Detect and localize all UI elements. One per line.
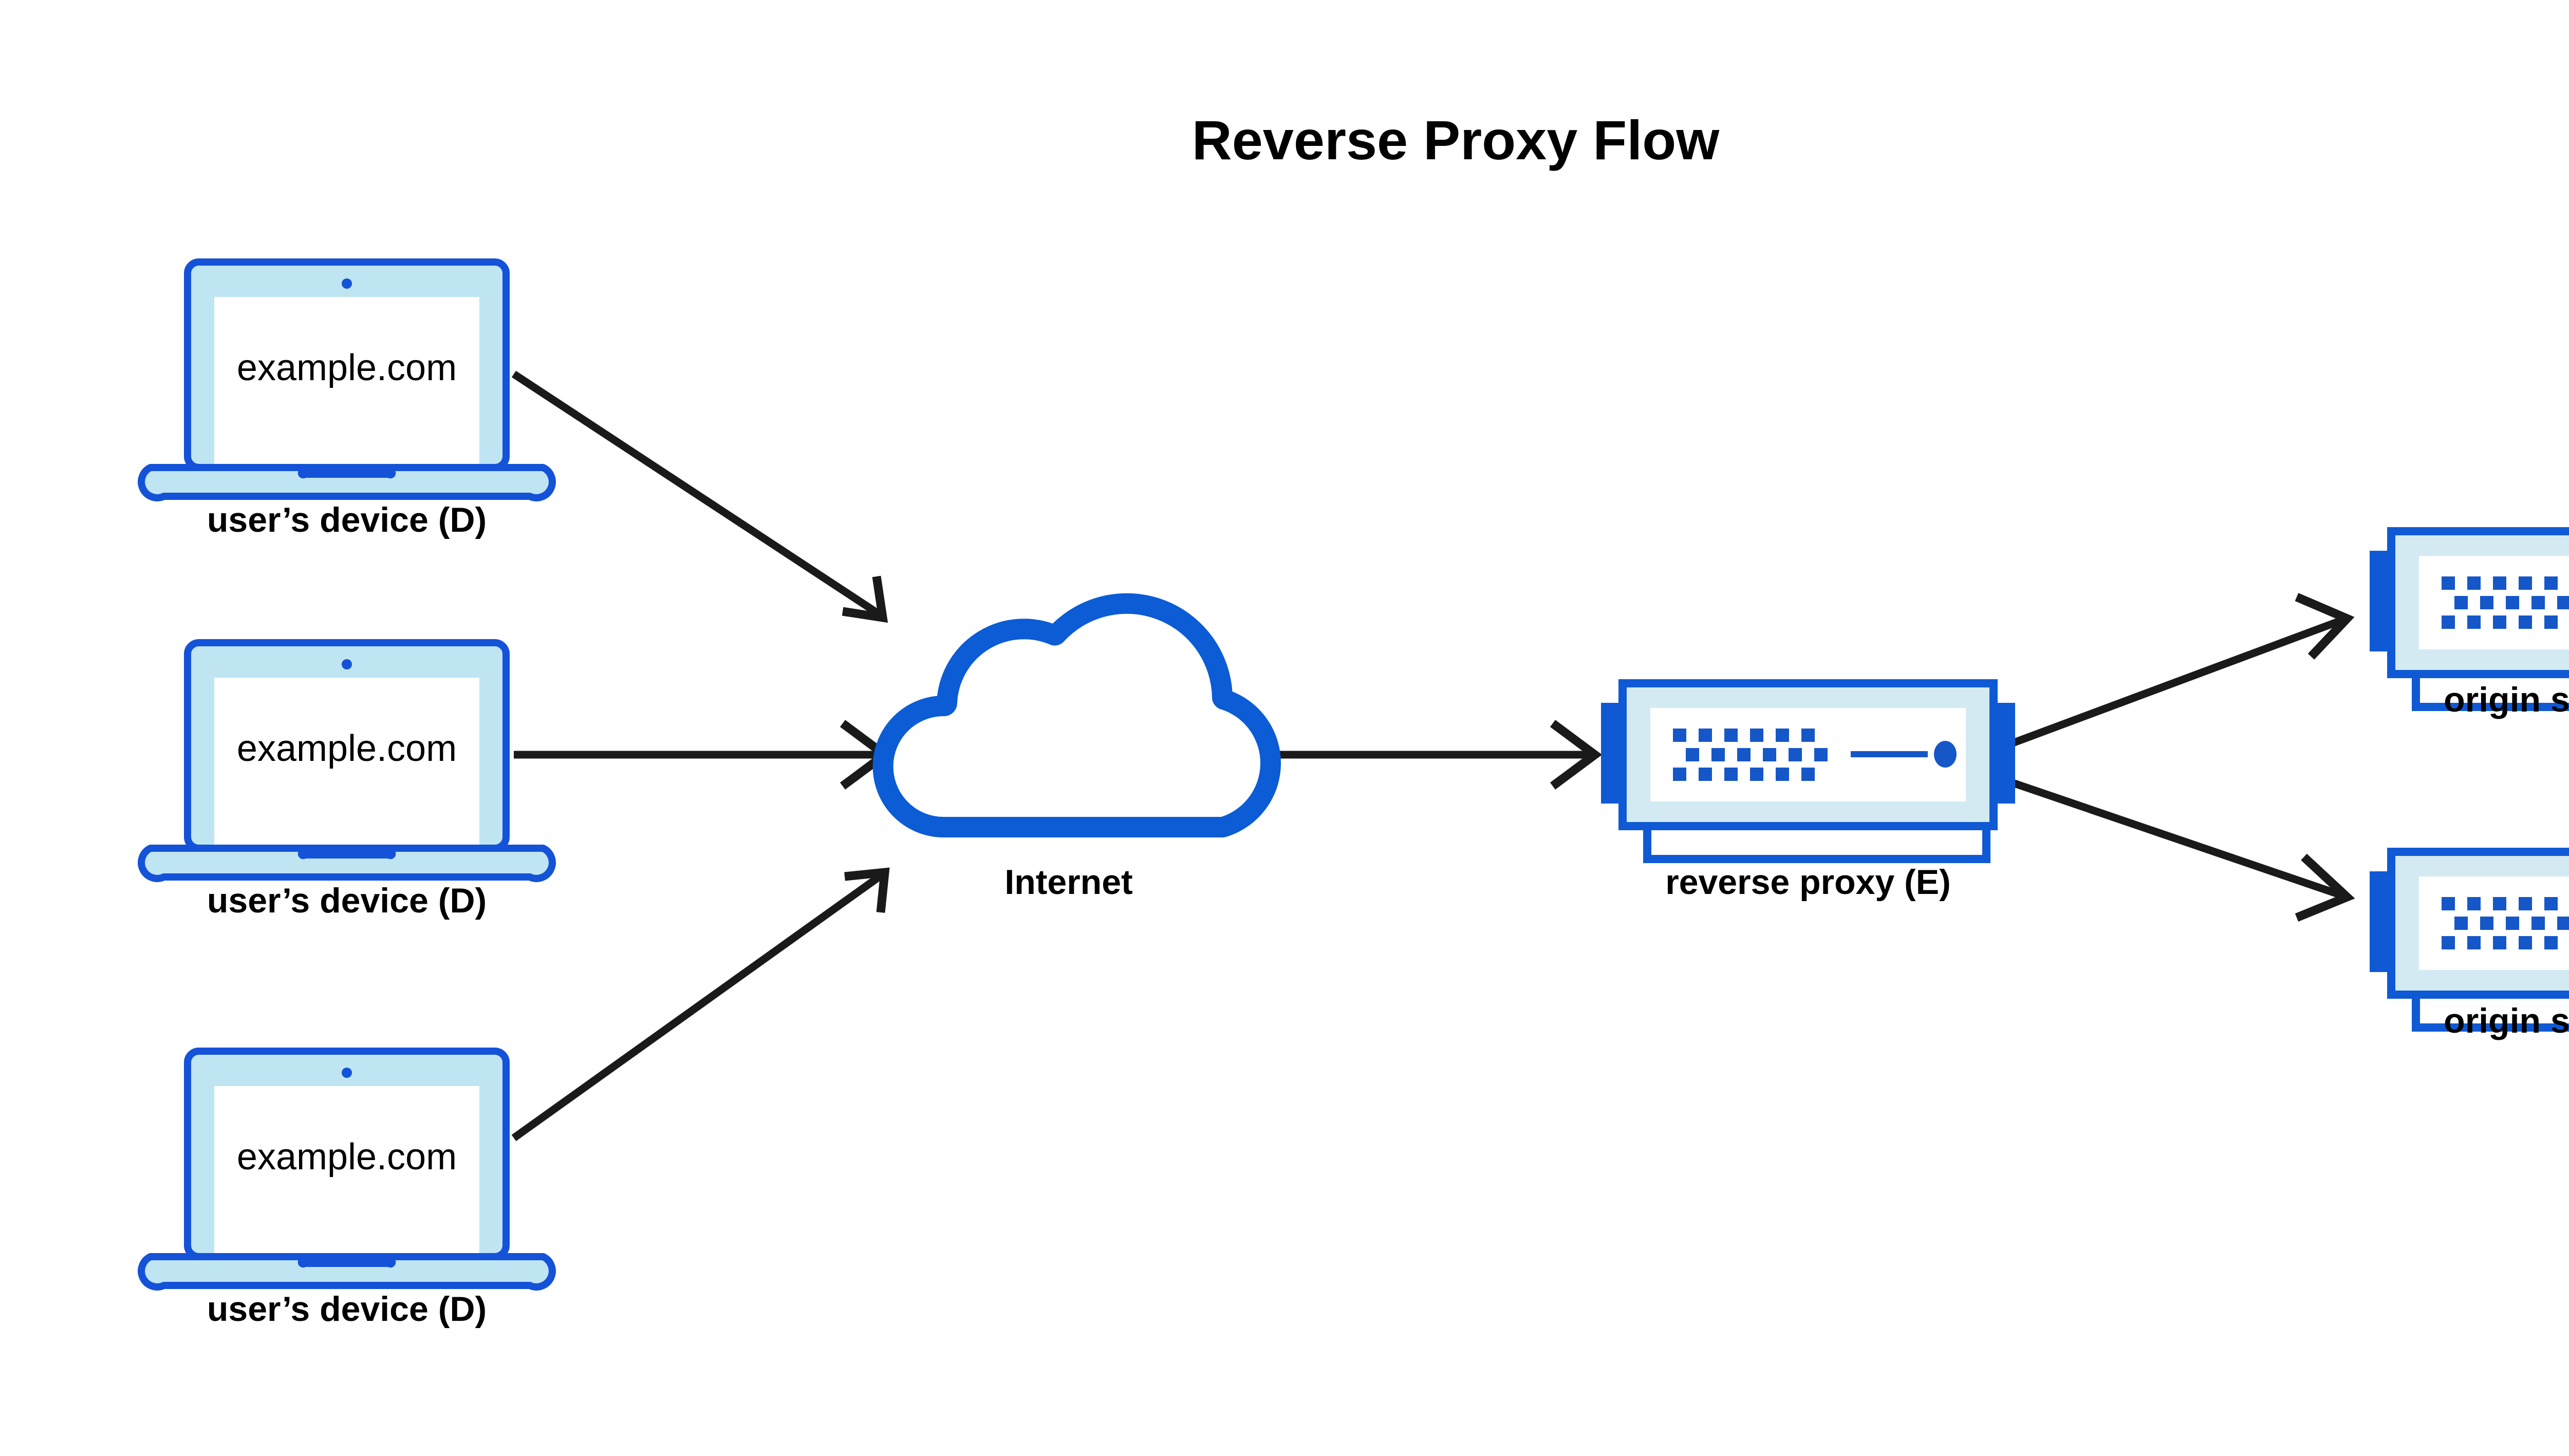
client-middle-label: user’s device (D) [207, 881, 487, 920]
cloud-icon [872, 593, 1281, 837]
edge-client-top-to-internet [511, 370, 888, 623]
edge-layer [511, 370, 2355, 1142]
origin-bottom-label: origin server (F) [2444, 1001, 2569, 1040]
client-bottom-screen-text: example.com [237, 1136, 457, 1178]
node-internet[interactable]: Internet [872, 593, 1281, 902]
node-origin-top[interactable]: origin server (F) [2370, 531, 2569, 719]
page-title: Reverse Proxy Flow [1192, 109, 1720, 171]
node-reverse-proxy[interactable]: reverse proxy (E) [1601, 683, 2015, 902]
edge-internet-to-proxy [1249, 720, 1603, 790]
client-middle-screen-text: example.com [237, 728, 457, 769]
node-client-bottom[interactable]: example.com user’s device (D) [141, 1051, 552, 1329]
edge-client-bottom-to-internet [511, 867, 890, 1142]
client-top-screen-text: example.com [237, 347, 457, 388]
client-bottom-label: user’s device (D) [207, 1290, 487, 1329]
reverse-proxy-label: reverse proxy (E) [1665, 863, 1951, 902]
edge-client-middle-to-internet [514, 720, 892, 790]
node-client-middle[interactable]: example.com user’s device (D) [141, 643, 552, 920]
internet-label: Internet [1004, 863, 1132, 902]
edge-proxy-to-origin-top [2012, 593, 2355, 747]
client-top-label: user’s device (D) [207, 500, 487, 539]
server-icon [1601, 683, 2015, 859]
node-client-top[interactable]: example.com user’s device (D) [141, 262, 552, 539]
origin-top-label: origin server (F) [2444, 680, 2569, 719]
edge-proxy-to-origin-bottom [2012, 779, 2355, 922]
node-origin-bottom[interactable]: origin server (F) [2370, 852, 2569, 1040]
